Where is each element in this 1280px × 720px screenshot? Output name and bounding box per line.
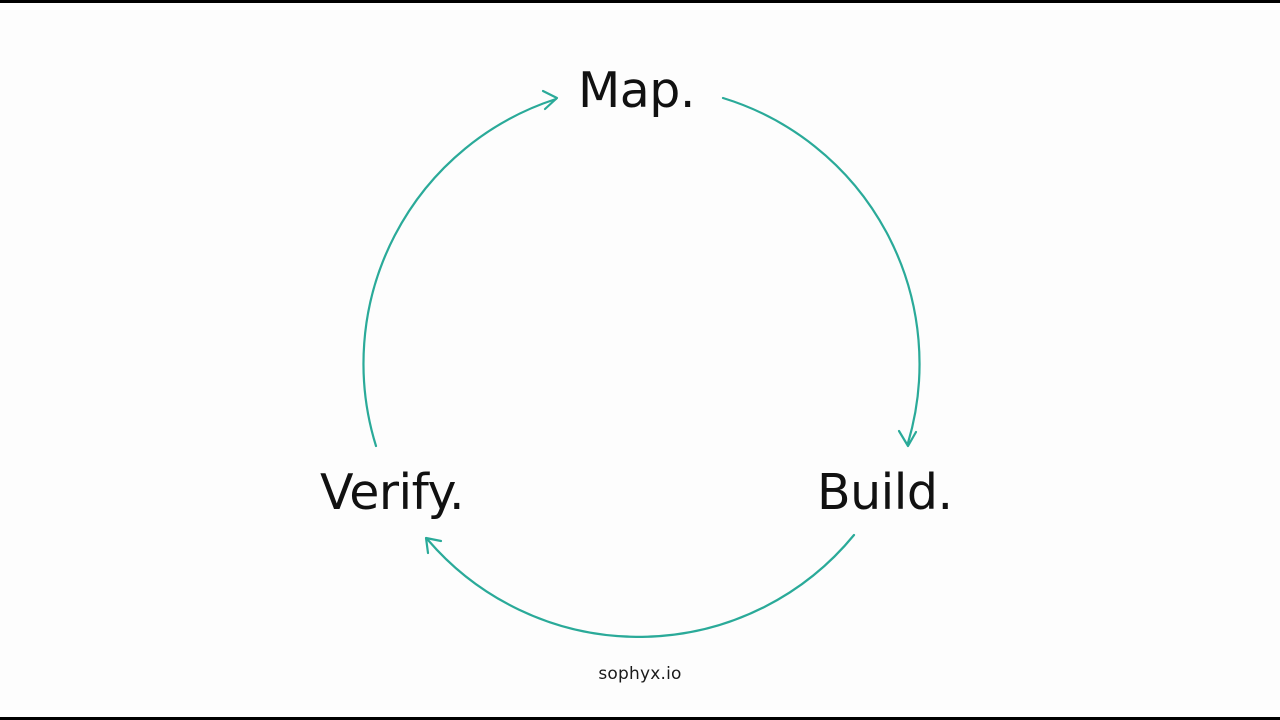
arrow-build-to-verify [426,533,856,638]
slide-canvas: Map. Build. Verify. sophyx.io [0,3,1280,717]
arrowhead-verify [424,536,443,555]
arrow-verify-to-map [362,97,558,448]
arrow-map-to-build [721,96,921,445]
cycle-arrows [362,89,921,638]
footer-url[interactable]: sophyx.io [598,664,682,684]
stage-label-map: Map. [578,62,695,119]
stage-label-verify: Verify. [320,464,465,521]
arrowhead-build [897,429,918,448]
arrowhead-map [541,89,559,111]
stage-label-build: Build. [817,464,953,521]
